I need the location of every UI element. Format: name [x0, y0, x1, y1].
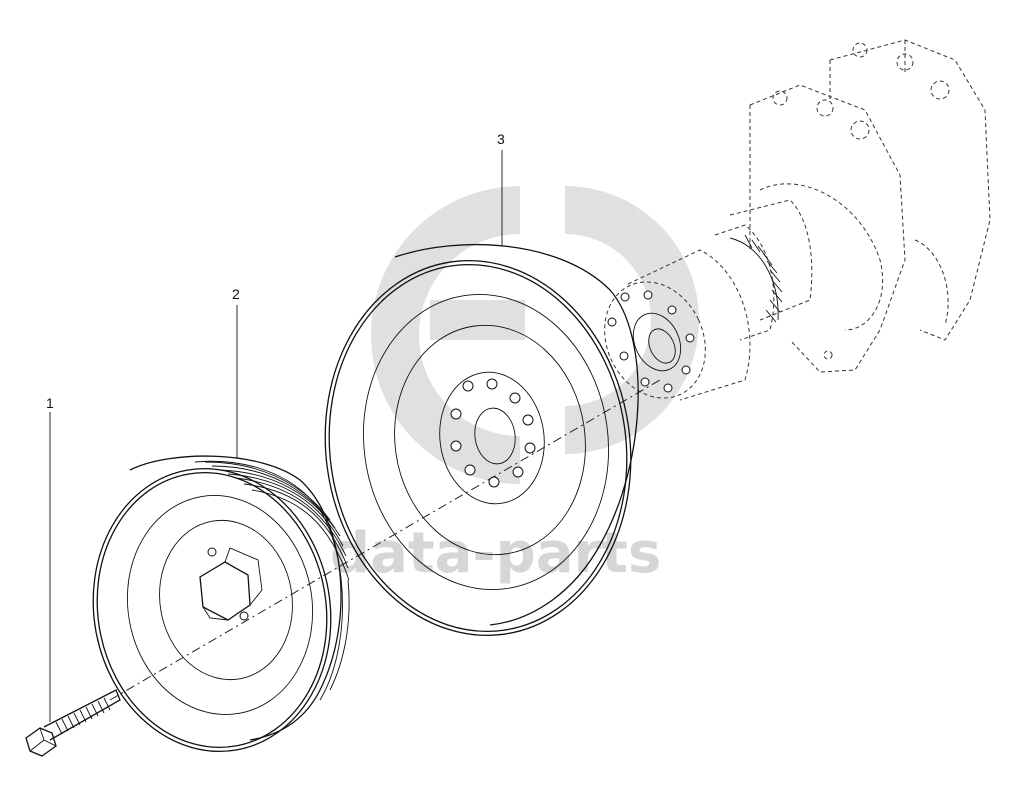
callout-number-2: 2 — [232, 286, 240, 302]
watermark-text: data-parts — [330, 521, 661, 586]
vibration-damper — [324, 243, 639, 637]
gd-logo-icon — [371, 186, 699, 484]
belt-pulley — [92, 455, 350, 752]
bolt-thread — [55, 697, 111, 735]
pulley-grooves — [204, 461, 350, 691]
crankshaft — [604, 39, 991, 401]
crankshaft-flange — [604, 249, 751, 401]
gear-teeth — [729, 234, 783, 323]
hex-hub — [199, 547, 263, 621]
center-axis — [109, 379, 661, 701]
callout-number-1: 1 — [46, 395, 54, 411]
watermark: data-parts — [330, 186, 699, 586]
callout-number-3: 3 — [497, 131, 505, 147]
bolt — [25, 689, 121, 757]
damper-bolt-holes — [450, 378, 536, 488]
